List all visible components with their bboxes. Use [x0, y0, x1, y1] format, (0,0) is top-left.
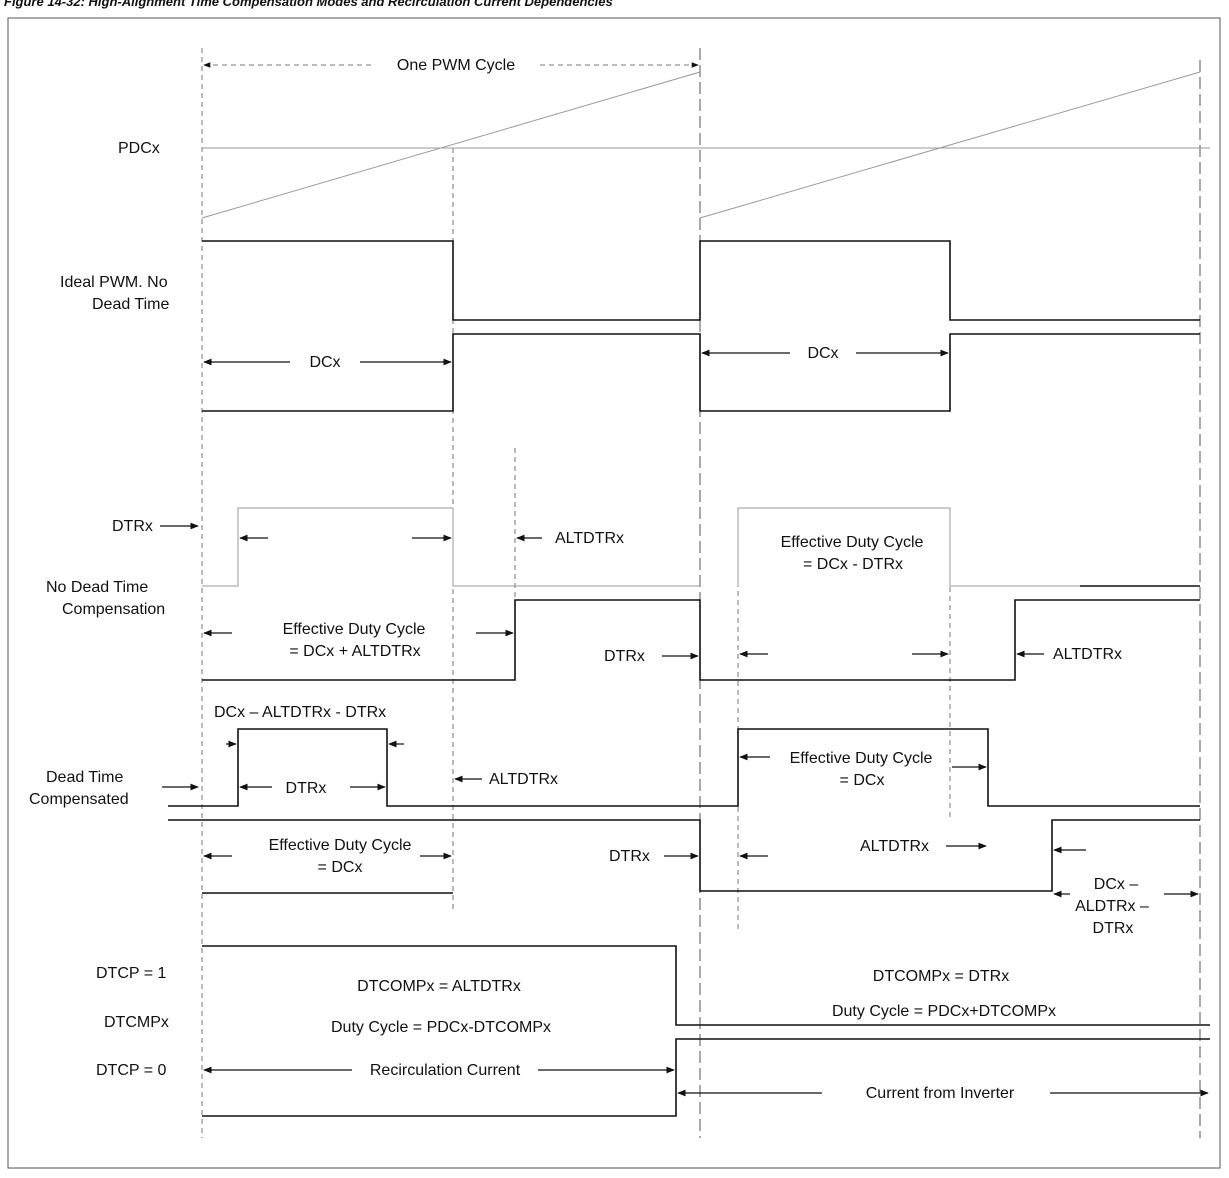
dtrx-label-2: DTRx	[286, 780, 327, 797]
dtrx-label-3: DTRx	[609, 848, 650, 865]
current-from-inverter-label: Current from Inverter	[866, 1085, 1015, 1102]
dc-bracket-label-1: DCx –	[1094, 876, 1139, 893]
dtcp-waveform	[202, 945, 1210, 1117]
effective-duty-label-2: Effective Duty Cycle	[781, 534, 924, 551]
effective-duty-label-1: Effective Duty Cycle	[283, 621, 426, 638]
cycle-boundary-guides	[201, 48, 1201, 1138]
no-dead-time-waveform	[202, 507, 1200, 681]
ideal-pwm-waveform	[202, 240, 1200, 412]
dcx-label-1: DCx	[309, 354, 340, 371]
altdtrx-label-2: ALTDTRx	[1053, 646, 1122, 663]
no-dead-time-row-label-2: Compensation	[62, 601, 165, 618]
dc-bracket-label-2: ALDTRx –	[1075, 898, 1149, 915]
ideal-pwm-row-label-2: Dead Time	[92, 296, 169, 313]
duty-cycle-plus-label: Duty Cycle = PDCx+DTCOMPx	[832, 1003, 1056, 1020]
altdtrx-label-1: ALTDTRx	[555, 530, 624, 547]
dcx-label-2: DCx	[807, 345, 838, 362]
dtcompx-altdtrx-label: DTCOMPx = ALTDTRx	[357, 978, 521, 995]
effective-duty-label-4: Effective Duty Cycle	[269, 837, 412, 854]
dtcompx-dtrx-label: DTCOMPx = DTRx	[873, 968, 1009, 985]
effective-duty-dcx-label-1: = DCx	[840, 772, 885, 789]
effective-duty-dcx-label-2: = DCx	[318, 859, 363, 876]
diagram-frame	[7, 17, 1221, 1169]
compensated-row-label: Dead Time	[46, 769, 123, 786]
dtcmpx-label: DTCMPx	[104, 1014, 169, 1031]
compensated-waveform	[168, 728, 1200, 894]
no-dead-time-row-label: No Dead Time	[46, 579, 148, 596]
effective-duty-label-3: Effective Duty Cycle	[790, 750, 933, 767]
figure-caption: Figure 14-32: High-Alignment Time Compen…	[4, 0, 613, 9]
compensated-row-label-2: Compensated	[29, 791, 129, 808]
effective-duty-plus-label: = DCx + ALTDTRx	[289, 643, 420, 660]
current-arrows	[203, 1066, 1209, 1097]
pdcx-row-label: PDCx	[118, 140, 160, 157]
effective-duty-minus-label: = DCx - DTRx	[803, 556, 903, 573]
compensation-arrows	[162, 740, 1199, 898]
dead-time-arrows	[203, 534, 1044, 660]
dc-bracket-label-3: DTRx	[1093, 920, 1134, 937]
altdtrx-label-3: ALTDTRx	[489, 771, 558, 788]
pwm-ramp	[201, 71, 1201, 219]
dcx-arrows	[203, 349, 949, 366]
ideal-pwm-row-label: Ideal PWM. No	[60, 274, 168, 291]
dc-alt-dtr-label: DCx – ALTDTRx - DTRx	[214, 704, 386, 721]
dtrx-arrow-label: DTRx	[112, 518, 153, 535]
duty-cycle-minus-label: Duty Cycle = PDCx-DTCOMPx	[331, 1019, 551, 1036]
dtrx-label-1: DTRx	[604, 648, 645, 665]
recirculation-current-label: Recirculation Current	[370, 1062, 521, 1079]
altdtrx-label-4: ALTDTRx	[860, 838, 929, 855]
dtcp-0-label: DTCP = 0	[96, 1062, 167, 1079]
dtcp-1-label: DTCP = 1	[96, 965, 167, 982]
one-pwm-cycle-label: One PWM Cycle	[397, 57, 515, 74]
